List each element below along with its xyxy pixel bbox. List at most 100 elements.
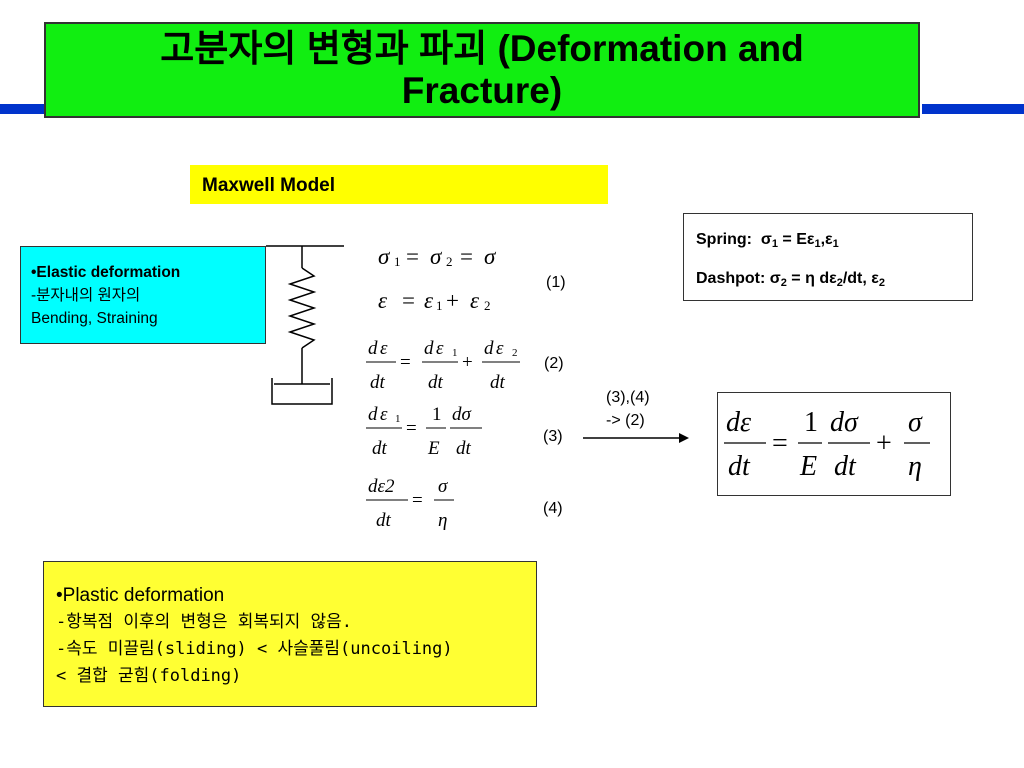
result-E: E xyxy=(799,451,817,482)
elastic-line-2: -분자내의 원자의 xyxy=(31,287,141,304)
eq2-dt2: dt xyxy=(428,372,444,393)
eq1a-sigma: σ xyxy=(378,244,391,269)
spring-dashpot-box: Spring: σ1 = Eε1,ε1 Dashpot: σ2 = η dε2/… xyxy=(683,213,973,301)
elastic-deformation-box: •Elastic deformation -분자내의 원자의 Bending, … xyxy=(20,246,266,344)
eq1a-equals2: = xyxy=(460,244,473,269)
spring-sigma: σ xyxy=(760,231,772,248)
result-plus: + xyxy=(876,428,892,459)
spring-label: Spring: xyxy=(696,231,752,248)
eq4-equals: = xyxy=(412,490,423,511)
plastic-line-3: -속도 미끌림(sliding) < 사슬풀림(uncoiling) xyxy=(56,639,453,659)
eq2-d2: d xyxy=(424,338,434,359)
dashpot-eq-c: /dt, ε xyxy=(842,270,879,287)
equation-1b: ε = ε 1 + ε 2 xyxy=(376,284,526,316)
eq1a-sub2: 2 xyxy=(446,254,453,269)
result-eta: η xyxy=(908,451,922,482)
eq3-dt1: dt xyxy=(372,438,388,459)
substitution-line-2: -> (2) xyxy=(606,412,645,429)
spring-eq-b: = Eε xyxy=(777,231,815,248)
eq3-e: ε xyxy=(380,404,388,425)
accent-bar-left xyxy=(0,104,44,114)
eq1b-equals: = xyxy=(402,288,415,313)
eq1b-epsilon: ε xyxy=(378,288,388,313)
eq3-dt2: dt xyxy=(456,438,472,459)
eq1a-sigma3: σ xyxy=(484,244,497,269)
eq2-e2: ε xyxy=(436,338,444,359)
elastic-heading: •Elastic deformation xyxy=(31,264,181,281)
spring-zigzag xyxy=(287,267,317,349)
spring-sub3: 1 xyxy=(832,238,839,250)
eq1b-plus: + xyxy=(446,288,459,313)
eq3-one: 1 xyxy=(432,404,442,425)
title-line-1: 고분자의 변형과 파괴 (Deformation and xyxy=(160,28,804,69)
eq2-dt3: dt xyxy=(490,372,506,393)
eq1b-sub2: 2 xyxy=(484,298,491,313)
result-one: 1 xyxy=(804,407,818,438)
equation-number-3: (3) xyxy=(543,428,563,445)
plastic-line-4: < 결합 굳힘(folding) xyxy=(56,666,242,686)
result-dt2: dt xyxy=(834,451,857,482)
result-de: dε xyxy=(726,407,751,438)
eq2-dt1: dt xyxy=(370,372,386,393)
title-line-2: Fracture) xyxy=(401,70,563,111)
plastic-heading: •Plastic deformation xyxy=(56,585,225,606)
arrow-right-icon xyxy=(583,433,689,443)
dashpot-eq-b: = η dε xyxy=(786,270,837,287)
result-dsigma: dσ xyxy=(830,407,859,438)
dashpot-label: Dashpot: xyxy=(696,270,766,287)
eq1a-equals: = xyxy=(406,244,419,269)
dashpot-equation: Dashpot: σ2 = η dε2/dt, ε2 xyxy=(696,269,972,295)
dashpot-sub1: 2 xyxy=(780,277,787,289)
eq2-e1: ε xyxy=(380,338,388,359)
eq1a-sigma2: σ xyxy=(430,244,443,269)
eq4-sigma: σ xyxy=(438,476,448,497)
result-dt1: dt xyxy=(728,451,751,482)
spring-sub1: 1 xyxy=(771,238,778,250)
eq1b-epsilon1: ε xyxy=(424,288,434,313)
substitution-line-1: (3),(4) xyxy=(606,389,650,406)
equation-4: dε2 dt = σ η xyxy=(364,468,474,532)
eq2-d3: d xyxy=(484,338,494,359)
eq2-d1: d xyxy=(368,338,378,359)
eq4-eta: η xyxy=(438,510,447,531)
eq2-sub2: 2 xyxy=(512,347,518,359)
slide-title: 고분자의 변형과 파괴 (Deformation and Fracture) xyxy=(44,22,920,118)
plastic-deformation-box: •Plastic deformation -항복점 이후의 변형은 회복되지 않… xyxy=(43,561,537,707)
eq3-d: d xyxy=(368,404,378,425)
eq1b-epsilon2: ε xyxy=(470,288,480,313)
result-equals: = xyxy=(772,428,788,459)
dashpot-cylinder xyxy=(271,378,333,405)
eq1a-sub1: 1 xyxy=(394,254,401,269)
eq3-sub1: 1 xyxy=(395,413,401,425)
elastic-line-3: Bending, Straining xyxy=(31,310,158,327)
eq2-e3: ε xyxy=(496,338,504,359)
eq2-equals: = xyxy=(400,352,411,373)
accent-bar-right xyxy=(922,104,1024,114)
equation-number-1: (1) xyxy=(546,274,566,291)
eq2-plus: + xyxy=(462,352,473,373)
eq3-E: E xyxy=(427,438,440,459)
spring-sub2: 1 xyxy=(814,238,821,250)
spring-equation: Spring: σ1 = Eε1,ε1 xyxy=(696,230,972,256)
maxwell-diagram xyxy=(266,245,344,405)
dashpot-sigma: σ xyxy=(769,270,781,287)
eq2-sub1: 1 xyxy=(452,347,458,359)
eq3-dsigma: dσ xyxy=(452,404,472,425)
equation-2: d ε dt = d ε 1 dt + d ε 2 dt xyxy=(364,332,534,396)
equation-1a: σ 1 = σ 2 = σ xyxy=(376,240,526,272)
result-sigma: σ xyxy=(908,407,923,438)
dashpot-sub2: 2 xyxy=(836,277,843,289)
dashpot-sub3: 2 xyxy=(878,277,885,289)
equation-3: d ε 1 dt = 1 E dσ dt xyxy=(364,398,494,462)
equation-number-4: (4) xyxy=(543,500,563,517)
eq4-dt: dt xyxy=(376,510,392,531)
eq3-equals: = xyxy=(406,418,417,439)
equation-number-2: (2) xyxy=(544,355,564,372)
spring-eq-c: ,ε xyxy=(820,231,833,248)
maxwell-model-label: Maxwell Model xyxy=(190,165,608,204)
plastic-line-2: -항복점 이후의 변형은 회복되지 않음. xyxy=(56,612,353,632)
eq1b-sub1: 1 xyxy=(436,298,443,313)
result-equation-box: dε dt = 1 E dσ dt + σ η xyxy=(717,392,951,496)
eq4-de2: dε2 xyxy=(368,476,395,497)
substitution-note: (3),(4) -> (2) xyxy=(606,386,650,432)
